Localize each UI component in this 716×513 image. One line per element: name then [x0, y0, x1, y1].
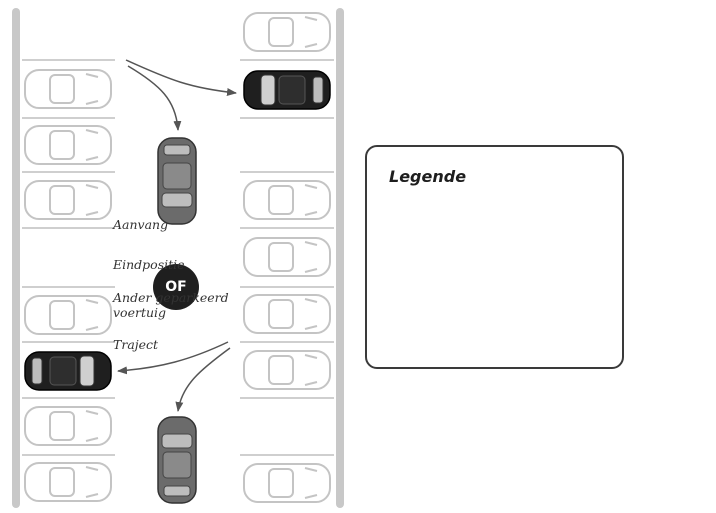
parked-car	[24, 295, 112, 335]
parked-cars-right	[243, 12, 331, 503]
parked-car	[243, 12, 331, 52]
right-curb	[336, 8, 344, 508]
end-car-top	[243, 70, 331, 110]
parked-car	[243, 180, 331, 220]
parked-car	[24, 69, 112, 109]
legend-label-start: Aanvang	[113, 217, 169, 232]
legend-label-end: Eindpositie	[113, 257, 185, 272]
right-parking-lines	[240, 59, 334, 456]
trajectory-arrow	[127, 65, 182, 131]
start-car-top	[157, 137, 197, 225]
trajectory-arrow	[125, 59, 237, 97]
trajectory-arrow	[175, 347, 231, 412]
or-label: OF	[153, 264, 199, 310]
parked-car	[243, 350, 331, 390]
parked-car	[24, 406, 112, 446]
end-car-bottom	[24, 351, 112, 391]
parked-car	[243, 237, 331, 277]
legend-label-parked: Ander geparkeerd voertuig	[113, 290, 229, 320]
legend-title: Legende	[389, 167, 467, 186]
parked-car	[24, 125, 112, 165]
parked-car	[243, 463, 331, 503]
left-parking-lines	[22, 59, 115, 456]
parked-car	[243, 294, 331, 334]
trajectory-top	[125, 59, 237, 131]
parked-cars-left	[24, 69, 112, 502]
trajectory-bottom	[117, 341, 231, 412]
parked-car	[24, 462, 112, 502]
start-car-bottom	[157, 416, 197, 504]
legend: Legende	[365, 145, 624, 369]
parked-car	[24, 180, 112, 220]
trajectory-arrow	[117, 341, 229, 375]
legend-label-trajectory: Traject	[113, 337, 159, 352]
left-curb	[12, 8, 20, 508]
